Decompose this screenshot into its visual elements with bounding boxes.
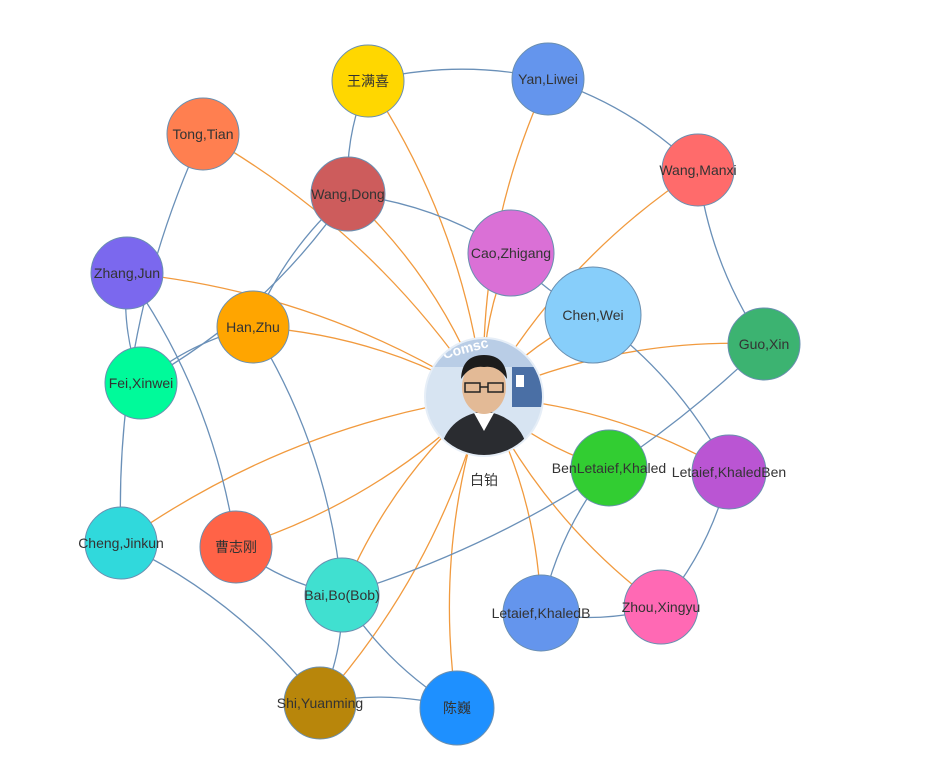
node-circle[interactable] bbox=[419, 670, 495, 746]
node-circle[interactable] bbox=[502, 574, 580, 652]
node-cao-zhigang-cn[interactable]: 曹志刚 bbox=[199, 510, 273, 584]
node-circle[interactable] bbox=[216, 290, 290, 364]
node-circle[interactable] bbox=[84, 506, 158, 580]
node-letaief-khaledb[interactable]: Letaief,KhaledB bbox=[492, 574, 591, 652]
node-circle[interactable] bbox=[104, 346, 178, 420]
node-circle[interactable] bbox=[310, 156, 386, 232]
center-node-ring bbox=[424, 337, 544, 457]
node-cao-zhigang[interactable]: Cao,Zhigang bbox=[467, 209, 555, 297]
node-circle[interactable] bbox=[467, 209, 555, 297]
center-node-label: 白铂 bbox=[470, 472, 498, 488]
node-circle[interactable] bbox=[544, 266, 642, 364]
node-bai-bo[interactable]: Bai,Bo(Bob) bbox=[304, 557, 380, 633]
node-wang-manxi-cn[interactable]: 王满喜 bbox=[331, 44, 405, 118]
node-chen-wei-cn[interactable]: 陈巍 bbox=[419, 670, 495, 746]
node-shi-yuanming[interactable]: Shi,Yuanming bbox=[277, 666, 363, 740]
node-fei-xinwei[interactable]: Fei,Xinwei bbox=[104, 346, 178, 420]
node-circle[interactable] bbox=[304, 557, 380, 633]
edge-tong_tian-cheng_jinkun bbox=[119, 133, 204, 544]
node-circle[interactable] bbox=[511, 42, 585, 116]
node-han-zhu[interactable]: Han,Zhu bbox=[216, 290, 290, 364]
node-wang-dong[interactable]: Wang,Dong bbox=[310, 156, 386, 232]
node-yan-liwei[interactable]: Yan,Liwei bbox=[511, 42, 585, 116]
node-letaief-ben[interactable]: Letaief,KhaledBen bbox=[672, 434, 786, 510]
node-circle[interactable] bbox=[691, 434, 767, 510]
edge-zhang_jun-cao_zhigang_cn bbox=[126, 272, 237, 548]
node-zhou-xingyu[interactable]: Zhou,Xingyu bbox=[622, 569, 701, 645]
node-circle[interactable] bbox=[331, 44, 405, 118]
node-chen-wei[interactable]: Chen,Wei bbox=[544, 266, 642, 364]
node-cheng-jinkun[interactable]: Cheng,Jinkun bbox=[78, 506, 164, 580]
node-circle[interactable] bbox=[283, 666, 357, 740]
node-circle[interactable] bbox=[90, 236, 164, 310]
node-circle[interactable] bbox=[727, 307, 801, 381]
node-circle[interactable] bbox=[199, 510, 273, 584]
node-guo-xin[interactable]: Guo,Xin bbox=[727, 307, 801, 381]
node-circle[interactable] bbox=[166, 97, 240, 171]
node-tong-tian[interactable]: Tong,Tian bbox=[166, 97, 240, 171]
node-zhang-jun[interactable]: Zhang,Jun bbox=[90, 236, 164, 310]
node-circle[interactable] bbox=[661, 133, 735, 207]
node-circle[interactable] bbox=[570, 429, 648, 507]
edge-guo_xin-bai_bo bbox=[341, 343, 765, 596]
node-circle[interactable] bbox=[623, 569, 699, 645]
